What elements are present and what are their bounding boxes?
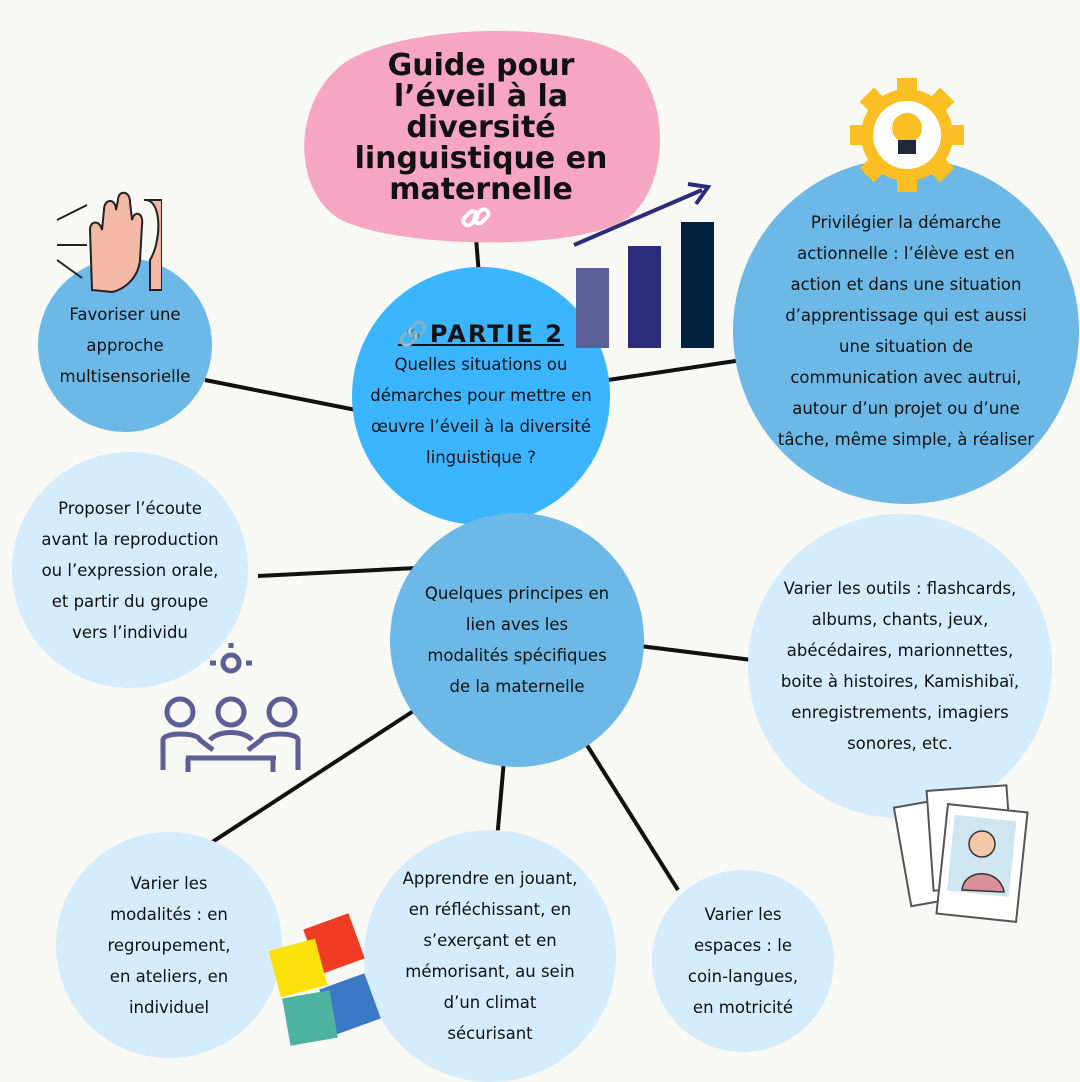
gear-lightbulb-icon	[850, 78, 964, 192]
node-principles: Quelques principes en lien aves les moda…	[390, 513, 644, 767]
group-people-icon	[160, 643, 301, 772]
node-listening: Proposer l’écoute avant la reproduction …	[12, 452, 248, 688]
growth-chart-icon	[573, 182, 714, 348]
photos-icon	[892, 784, 1029, 923]
center-circle: 🔗PARTIE 2 Quelles situations ou démarche…	[352, 267, 610, 525]
node-learning: Apprendre en jouant, en réfléchissant, e…	[364, 830, 616, 1082]
link-icon	[461, 207, 491, 228]
page-title: Guide pour l’éveil à la diversité lingui…	[354, 48, 608, 207]
node-spaces: Varier les espaces : le coin-langues, en…	[652, 870, 834, 1052]
node-tools: Varier les outils : flashcards, albums, …	[748, 514, 1052, 818]
puzzle-icon	[268, 913, 381, 1046]
part-label: 🔗PARTIE 2	[397, 320, 564, 348]
node-modalities: Varier les modalités : en regroupement, …	[56, 832, 282, 1058]
node-actional: Privilégier la démarche actionnelle : l’…	[733, 158, 1079, 504]
center-question: Quelles situations ou démarches pour met…	[370, 355, 592, 467]
title-blob	[304, 30, 660, 243]
listening-hand-icon	[56, 191, 162, 294]
